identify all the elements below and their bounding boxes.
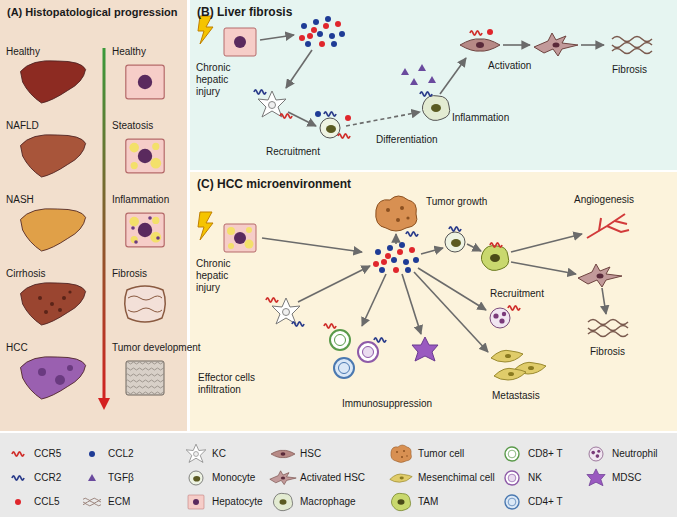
legend-entry: Activated HSC <box>300 472 365 484</box>
text-label: Immunosuppression <box>342 398 432 410</box>
legend-entry: CCL2 <box>108 448 134 460</box>
text-label: Angiogenesis <box>574 194 634 206</box>
legend-entry: CCR5 <box>34 448 61 460</box>
legend-entry: TAM <box>418 496 438 508</box>
text-label: Fibrosis <box>112 268 147 280</box>
text-label: Chronic hepatic injury <box>196 258 246 294</box>
legend-text: Monocyte <box>212 472 255 483</box>
legend-text: ECM <box>108 496 130 507</box>
panel: (C) HCC microenvironment <box>190 172 677 431</box>
text-label: HCC <box>6 342 28 354</box>
legend-entry: NK <box>528 472 542 484</box>
legend-text: HSC <box>300 448 321 459</box>
legend-entry: Tumor cell <box>418 448 464 460</box>
text-label: NASH <box>6 194 34 206</box>
legend-text: Activated HSC <box>300 472 365 483</box>
progression-arrow <box>98 48 110 410</box>
panel-ground <box>190 0 677 170</box>
panel: (A) Histopatological progression <box>0 0 187 431</box>
legend-entry: CD4+ T <box>528 496 563 508</box>
legend-text: CCR5 <box>34 448 61 459</box>
text-label: Recruitment <box>490 288 544 300</box>
legend-text: CCL5 <box>34 496 60 507</box>
panel-title: (C) HCC microenvironment <box>190 172 677 196</box>
panel-ground <box>190 172 677 431</box>
legend-text: Macrophage <box>300 496 356 507</box>
hcc-illustration <box>198 196 629 380</box>
text-label: Cirrhosis <box>6 268 45 280</box>
text-label: Chronic hepatic injury <box>196 62 246 98</box>
legend-band <box>0 433 677 517</box>
legend-text: KC <box>212 448 226 459</box>
text-label: Effector cells infiltration <box>198 372 290 396</box>
legend-text: MDSC <box>612 472 641 483</box>
text-label: Healthy <box>112 46 146 58</box>
legend-entry: TGFβ <box>108 472 134 484</box>
legend-entry: CCR2 <box>34 472 61 484</box>
legend-text: CD4+ T <box>528 496 563 507</box>
text-label: Metastasis <box>492 390 540 402</box>
text-label: Fibrosis <box>612 64 647 76</box>
text-label: Fibrosis <box>590 346 625 358</box>
legend-text: CD8+ T <box>528 448 563 459</box>
legend-entry: MDSC <box>612 472 641 484</box>
panel-title: (B) Liver fibrosis <box>190 0 677 24</box>
legend-text: CCL2 <box>108 448 134 459</box>
legend-text: CCR2 <box>34 472 61 483</box>
legend-samples <box>12 444 605 511</box>
legend-entry: CCL5 <box>34 496 60 508</box>
legend-text: Neutrophil <box>612 448 658 459</box>
panel-title: (A) Histopatological progression <box>0 0 187 24</box>
text-label: Activation <box>488 60 531 72</box>
fibrosis-illustration <box>198 16 652 138</box>
legend-text: Hepatocyte <box>212 496 263 507</box>
legend-text: Mesenchimal cell <box>418 472 495 483</box>
legend-entry: CD8+ T <box>528 448 563 460</box>
text-label: Recruitment <box>266 146 320 158</box>
legend-entry: Hepatocyte <box>212 496 263 508</box>
legend-text: TAM <box>418 496 438 507</box>
legend-entry: Macrophage <box>300 496 356 508</box>
panel-ground <box>0 0 187 431</box>
legend-entry: Neutrophil <box>612 448 658 460</box>
legend-text: NK <box>528 472 542 483</box>
legend-entry: Mesenchimal cell <box>418 472 495 484</box>
text-label: Tumor growth <box>426 196 487 208</box>
liver-icons <box>21 61 86 399</box>
text-label: Inflammation <box>112 194 169 206</box>
legend-text: TGFβ <box>108 472 134 483</box>
text-label: Steatosis <box>112 120 153 132</box>
text-label: Tumor development <box>112 342 201 354</box>
legend-entry: HSC <box>300 448 321 460</box>
text-label: Inflammation <box>452 112 509 124</box>
text-label: Differentiation <box>376 134 438 146</box>
legend-entry: ECM <box>108 496 130 508</box>
text-label: Healthy <box>6 46 40 58</box>
text-label: NAFLD <box>6 120 39 132</box>
legend-entry: KC <box>212 448 226 460</box>
legend-text: Tumor cell <box>418 448 464 459</box>
legend-entry: Monocyte <box>212 472 255 484</box>
